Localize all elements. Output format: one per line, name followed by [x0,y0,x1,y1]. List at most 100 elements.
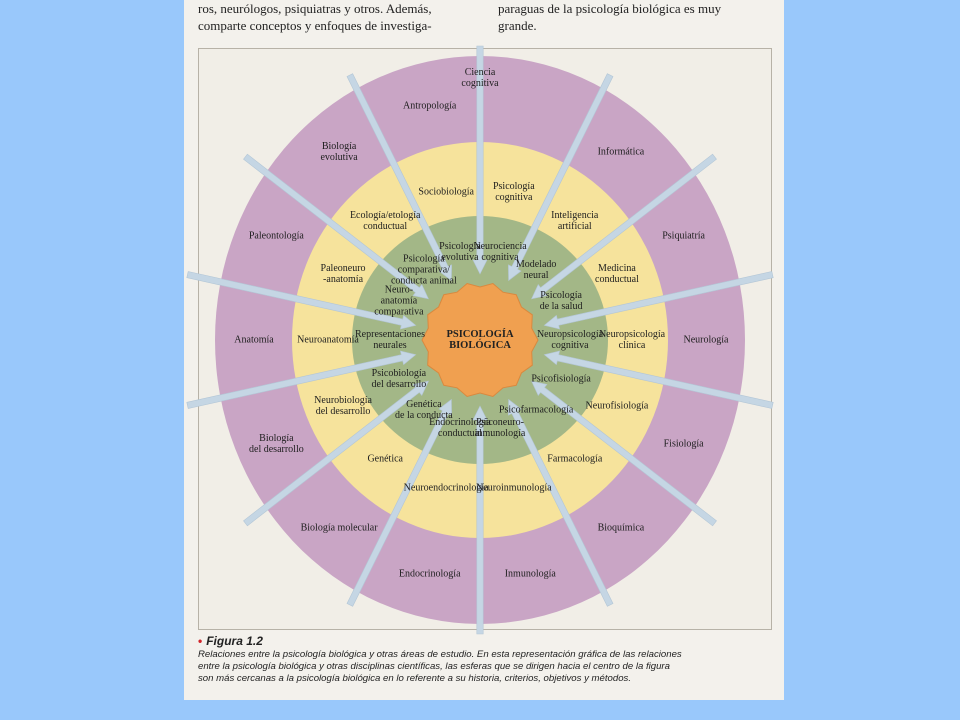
discipline-label: Psiconeuro-inmunología [475,417,526,439]
discipline-label-line: evolutiva [320,152,358,164]
discipline-label-line: Informática [597,146,645,158]
discipline-label: Endocrinología [399,568,461,579]
discipline-label-line: evolutiva [441,252,479,264]
discipline-label-line: Psicología [439,241,481,253]
discipline-label-line: del desarrollo [371,379,427,391]
discipline-label-line: neurales [373,340,407,351]
discipline-label-line: Biología [259,433,294,445]
discipline-label-line: Endocrinología [429,416,491,428]
discipline-label-line: Psiquiatría [662,230,705,242]
discipline-label-line: Neuroendocrinología [403,482,489,494]
discipline-label-line: cognitiva [495,191,533,203]
caption-title-text: Figura 1.2 [206,634,263,648]
discipline-label-line: Modelado [515,258,557,270]
arrow-to-center [186,271,417,330]
arrow-to-center [472,405,488,635]
caption-title: •Figura 1.2 [198,634,773,648]
discipline-label: Psiquiatría [662,230,705,241]
discipline-label-line: anatomía [380,295,418,307]
discipline-label: Genética [367,453,403,464]
discipline-label-line: del desarrollo [315,405,371,417]
page-text-line: comparte conceptos y enfoques de investi… [198,18,432,33]
discipline-label-line: Paleontología [248,230,304,242]
discipline-label: Neuroendocrinología [404,483,489,494]
discipline-label-line: Anatomía [234,334,274,346]
discipline-label-line: Ecología/etología [349,210,421,222]
arrow-to-center [186,350,417,409]
discipline-label-line: comparativa/ [397,264,450,276]
discipline-label-line: Fisiología [663,438,704,450]
discipline-label-line: Neuro- [384,284,414,296]
discipline-label: Anatomía [234,335,273,346]
discipline-label: Inmunología [505,568,556,579]
discipline-label-line: Bioquímica [597,522,645,534]
discipline-label: Informática [598,147,645,158]
discipline-label-line: Psiconeuro- [476,416,524,428]
discipline-label: Farmacología [547,453,602,464]
discipline-label-line: cognitiva [551,340,589,351]
discipline-label: Psicofarmacología [499,405,573,416]
discipline-label-line: Psicobiología [371,368,427,380]
discipline-label-line: Paleoneuro [320,263,366,275]
arrow-to-center [243,153,429,300]
arrow-to-center [543,350,774,409]
discipline-label-line: de la salud [539,300,583,312]
discipline-label-line: Genética [406,399,442,411]
discipline-label-line: conductual [438,427,482,439]
page-text-left: ros, neurólogos, psiquiatras y otros. Ad… [198,0,478,34]
discipline-label-line: Ciencia [464,67,496,78]
bullet-icon: • [198,634,203,648]
discipline-label-line: clínica [618,340,646,351]
discipline-label-line: Farmacología [547,453,603,465]
discipline-label-line: neural [523,269,549,281]
discipline-label-line: de la conducta [395,410,453,422]
arrow-to-center [346,73,452,282]
discipline-label-line: Inteligencia [551,210,599,222]
discipline-label-line: Neurología [683,334,729,346]
page-text-line: paraguas de la psicología biológica es m… [498,1,722,16]
discipline-label-line: inmunología [474,427,526,439]
discipline-label-line: Genética [367,453,403,465]
discipline-label-line: Endocrinología [398,568,461,580]
caption-line: son más cercanas a la psicología biológi… [198,673,632,684]
page-text-line: grande. [498,18,537,33]
discipline-label-line: conducta animal [390,275,457,287]
arrow-to-center [531,153,717,300]
discipline-label-line: Psicofisiología [531,373,591,385]
discipline-label: Neuroinmunología [476,483,552,494]
discipline-label-line: Representaciones [355,329,425,340]
discipline-label-line: Psicología [540,289,582,301]
discipline-label-line: comparativa [374,306,424,318]
discipline-label-line: cognitiva [481,252,519,264]
discipline-label-line: Neuropsicología [598,329,666,340]
discipline-label-line: Neurociencia [473,241,527,253]
discipline-ring-diagram [186,45,774,635]
arrow-to-center [472,45,488,275]
arrow-to-center [508,73,614,282]
discipline-label-line: Sociobiología [418,186,474,198]
discipline-label-line: Biología molecular [300,522,378,534]
caption-body: Relaciones entre la psicología biológica… [198,649,773,685]
center-disc [421,282,539,398]
discipline-label-line: Neurobiología [314,394,372,406]
discipline-label-line: conductual [363,221,408,233]
caption-line: Relaciones entre la psicología biológica… [198,649,682,660]
discipline-label: Neurología [684,335,729,346]
